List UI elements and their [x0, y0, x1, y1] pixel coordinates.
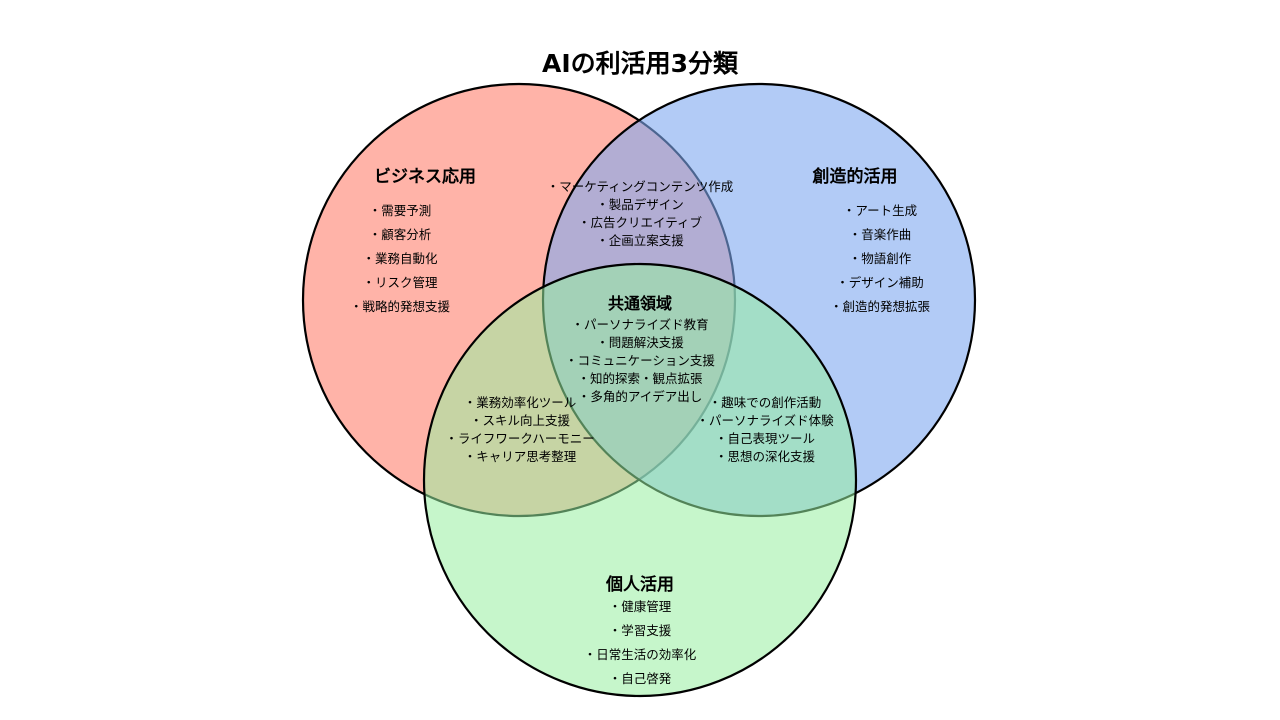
list-item: 学習支援 — [540, 619, 740, 643]
list-item: 創造的発想拡張 — [805, 295, 955, 319]
list-item: コミュニケーション支援 — [535, 352, 745, 370]
list-item: パーソナライズド体験 — [675, 412, 855, 430]
list-item: 広告クリエイティブ — [520, 214, 760, 232]
list-item: 自己表現ツール — [675, 430, 855, 448]
list-item: 業務自動化 — [325, 247, 475, 271]
list-item: 企画立案支援 — [520, 232, 760, 250]
list-item: 自己啓発 — [540, 667, 740, 691]
personal-circle — [422, 262, 858, 698]
list-item: 音楽作曲 — [805, 223, 955, 247]
business-label: ビジネス応用 — [374, 167, 476, 187]
list-item: キャリア思考整理 — [430, 448, 610, 466]
list-item: 健康管理 — [540, 595, 740, 619]
common-label: 共通領域 — [607, 294, 672, 313]
list-item: 顧客分析 — [325, 223, 475, 247]
business-items: 需要予測 顧客分析 業務自動化 リスク管理 戦略的発想支援 — [325, 199, 475, 319]
list-item: リスク管理 — [325, 271, 475, 295]
list-item: 思想の深化支援 — [675, 448, 855, 466]
list-item: 問題解決支援 — [535, 334, 745, 352]
business-personal-items: 業務効率化ツール スキル向上支援 ライフワークハーモニー キャリア思考整理 — [430, 394, 610, 466]
list-item: マーケティングコンテンツ作成 — [520, 178, 760, 196]
list-item: 製品デザイン — [520, 196, 760, 214]
business-creative-items: マーケティングコンテンツ作成 製品デザイン 広告クリエイティブ 企画立案支援 — [520, 178, 760, 250]
list-item: デザイン補助 — [805, 271, 955, 295]
diagram-title: AIの利活用3分類 — [541, 49, 739, 78]
list-item: パーソナライズド教育 — [535, 316, 745, 334]
list-item: アート生成 — [805, 199, 955, 223]
list-item: 需要予測 — [325, 199, 475, 223]
list-item: スキル向上支援 — [430, 412, 610, 430]
creative-personal-items: 趣味での創作活動 パーソナライズド体験 自己表現ツール 思想の深化支援 — [675, 394, 855, 466]
list-item: 業務効率化ツール — [430, 394, 610, 412]
creative-label: 創造的活用 — [812, 167, 898, 187]
common-items: パーソナライズド教育 問題解決支援 コミュニケーション支援 知的探索・観点拡張 … — [535, 316, 745, 406]
list-item: 知的探索・観点拡張 — [535, 370, 745, 388]
list-item: 趣味での創作活動 — [675, 394, 855, 412]
list-item: 物語創作 — [805, 247, 955, 271]
creative-items: アート生成 音楽作曲 物語創作 デザイン補助 創造的発想拡張 — [805, 199, 955, 319]
list-item: 日常生活の効率化 — [540, 643, 740, 667]
personal-label: 個人活用 — [606, 575, 674, 595]
list-item: 戦略的発想支援 — [325, 295, 475, 319]
list-item: ライフワークハーモニー — [430, 430, 610, 448]
personal-items: 健康管理 学習支援 日常生活の効率化 自己啓発 — [540, 595, 740, 691]
